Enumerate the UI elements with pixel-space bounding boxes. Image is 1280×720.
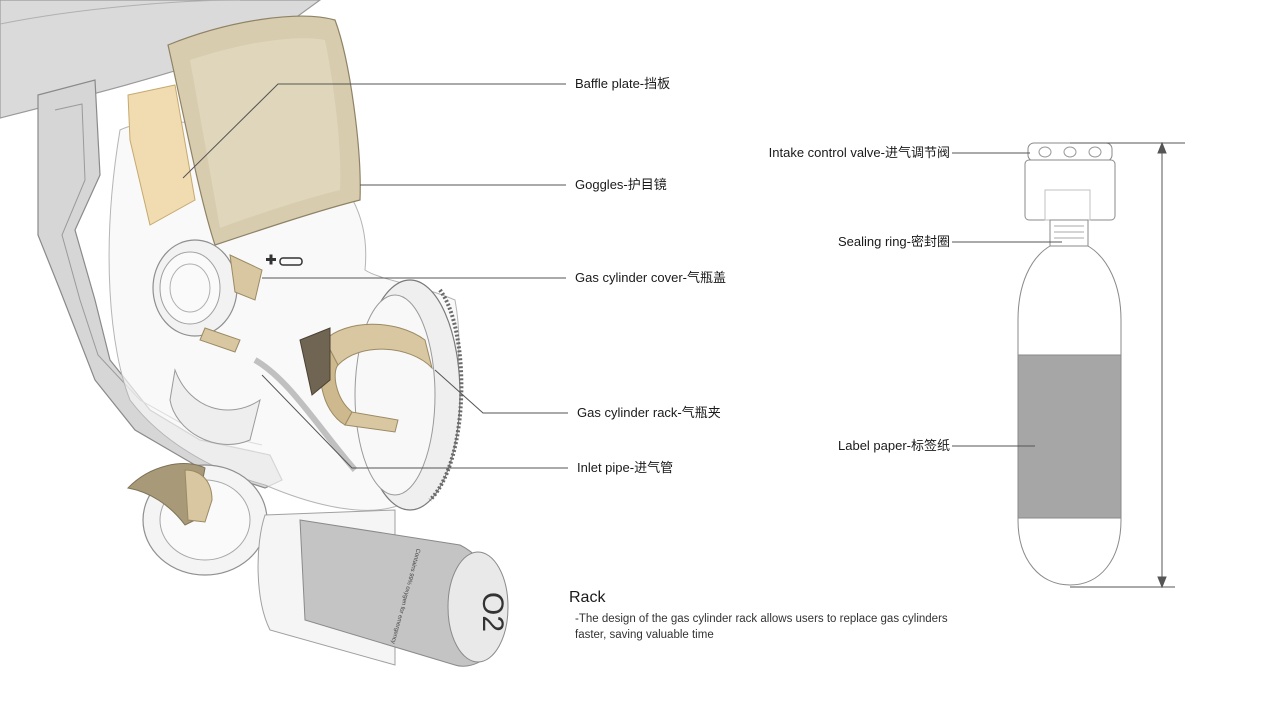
rack-description-line2: faster, saving valuable time bbox=[575, 629, 714, 641]
left-leader-lines bbox=[182, 83, 568, 469]
filter-ring bbox=[354, 279, 464, 511]
gas-cylinder-cover-label: Gas cylinder cover-气瓶盖 bbox=[575, 270, 726, 285]
gas-cylinder-rack bbox=[299, 323, 433, 433]
baffle-plate-label: Baffle plate-挡板 bbox=[575, 76, 671, 91]
cylinder-o2-symbol: O2 bbox=[476, 592, 509, 632]
rack-description: -The design of the gas cylinder rack all… bbox=[575, 611, 995, 643]
sealing-ring-label: Sealing ring-密封圈 bbox=[838, 234, 950, 249]
head-strap-inner bbox=[0, 0, 241, 25]
right-leader-lines bbox=[952, 152, 1062, 447]
inlet-pipe bbox=[169, 357, 358, 472]
rack-title: Rack bbox=[569, 589, 606, 606]
baffle-plate bbox=[127, 84, 196, 226]
goggles-shade bbox=[190, 38, 341, 229]
label-paper bbox=[1017, 354, 1122, 519]
intake-control-valve-label: Intake control valve-进气调节阀 bbox=[768, 145, 950, 160]
inlet-pipe-leader bbox=[261, 374, 568, 469]
baffle-plate-leader bbox=[182, 83, 566, 179]
gas-cylinder-rack-label: Gas cylinder rack-气瓶夹 bbox=[577, 405, 721, 420]
label-paper-label: Label paper-标签纸 bbox=[838, 438, 950, 453]
inlet-pipe-label: Inlet pipe-进气管 bbox=[577, 460, 674, 475]
gas-cylinder-rack-leader bbox=[434, 369, 568, 414]
intake-control-valve bbox=[1027, 142, 1113, 162]
goggles-label: Goggles-护目镜 bbox=[575, 177, 667, 192]
gas-cylinder-cover bbox=[152, 239, 263, 353]
plus-connector-icon bbox=[266, 254, 303, 266]
height-dimension bbox=[1070, 141, 1185, 589]
rack-description-line1: -The design of the gas cylinder rack all… bbox=[575, 613, 948, 625]
mask-illustration: O2 Contains 99% oxygen for emergency bbox=[0, 0, 509, 667]
spare-cylinder-cap bbox=[126, 463, 268, 576]
oxygen-cylinder: O2 Contains 99% oxygen for emergency bbox=[257, 509, 509, 667]
cylinder-side-view bbox=[1017, 142, 1122, 586]
